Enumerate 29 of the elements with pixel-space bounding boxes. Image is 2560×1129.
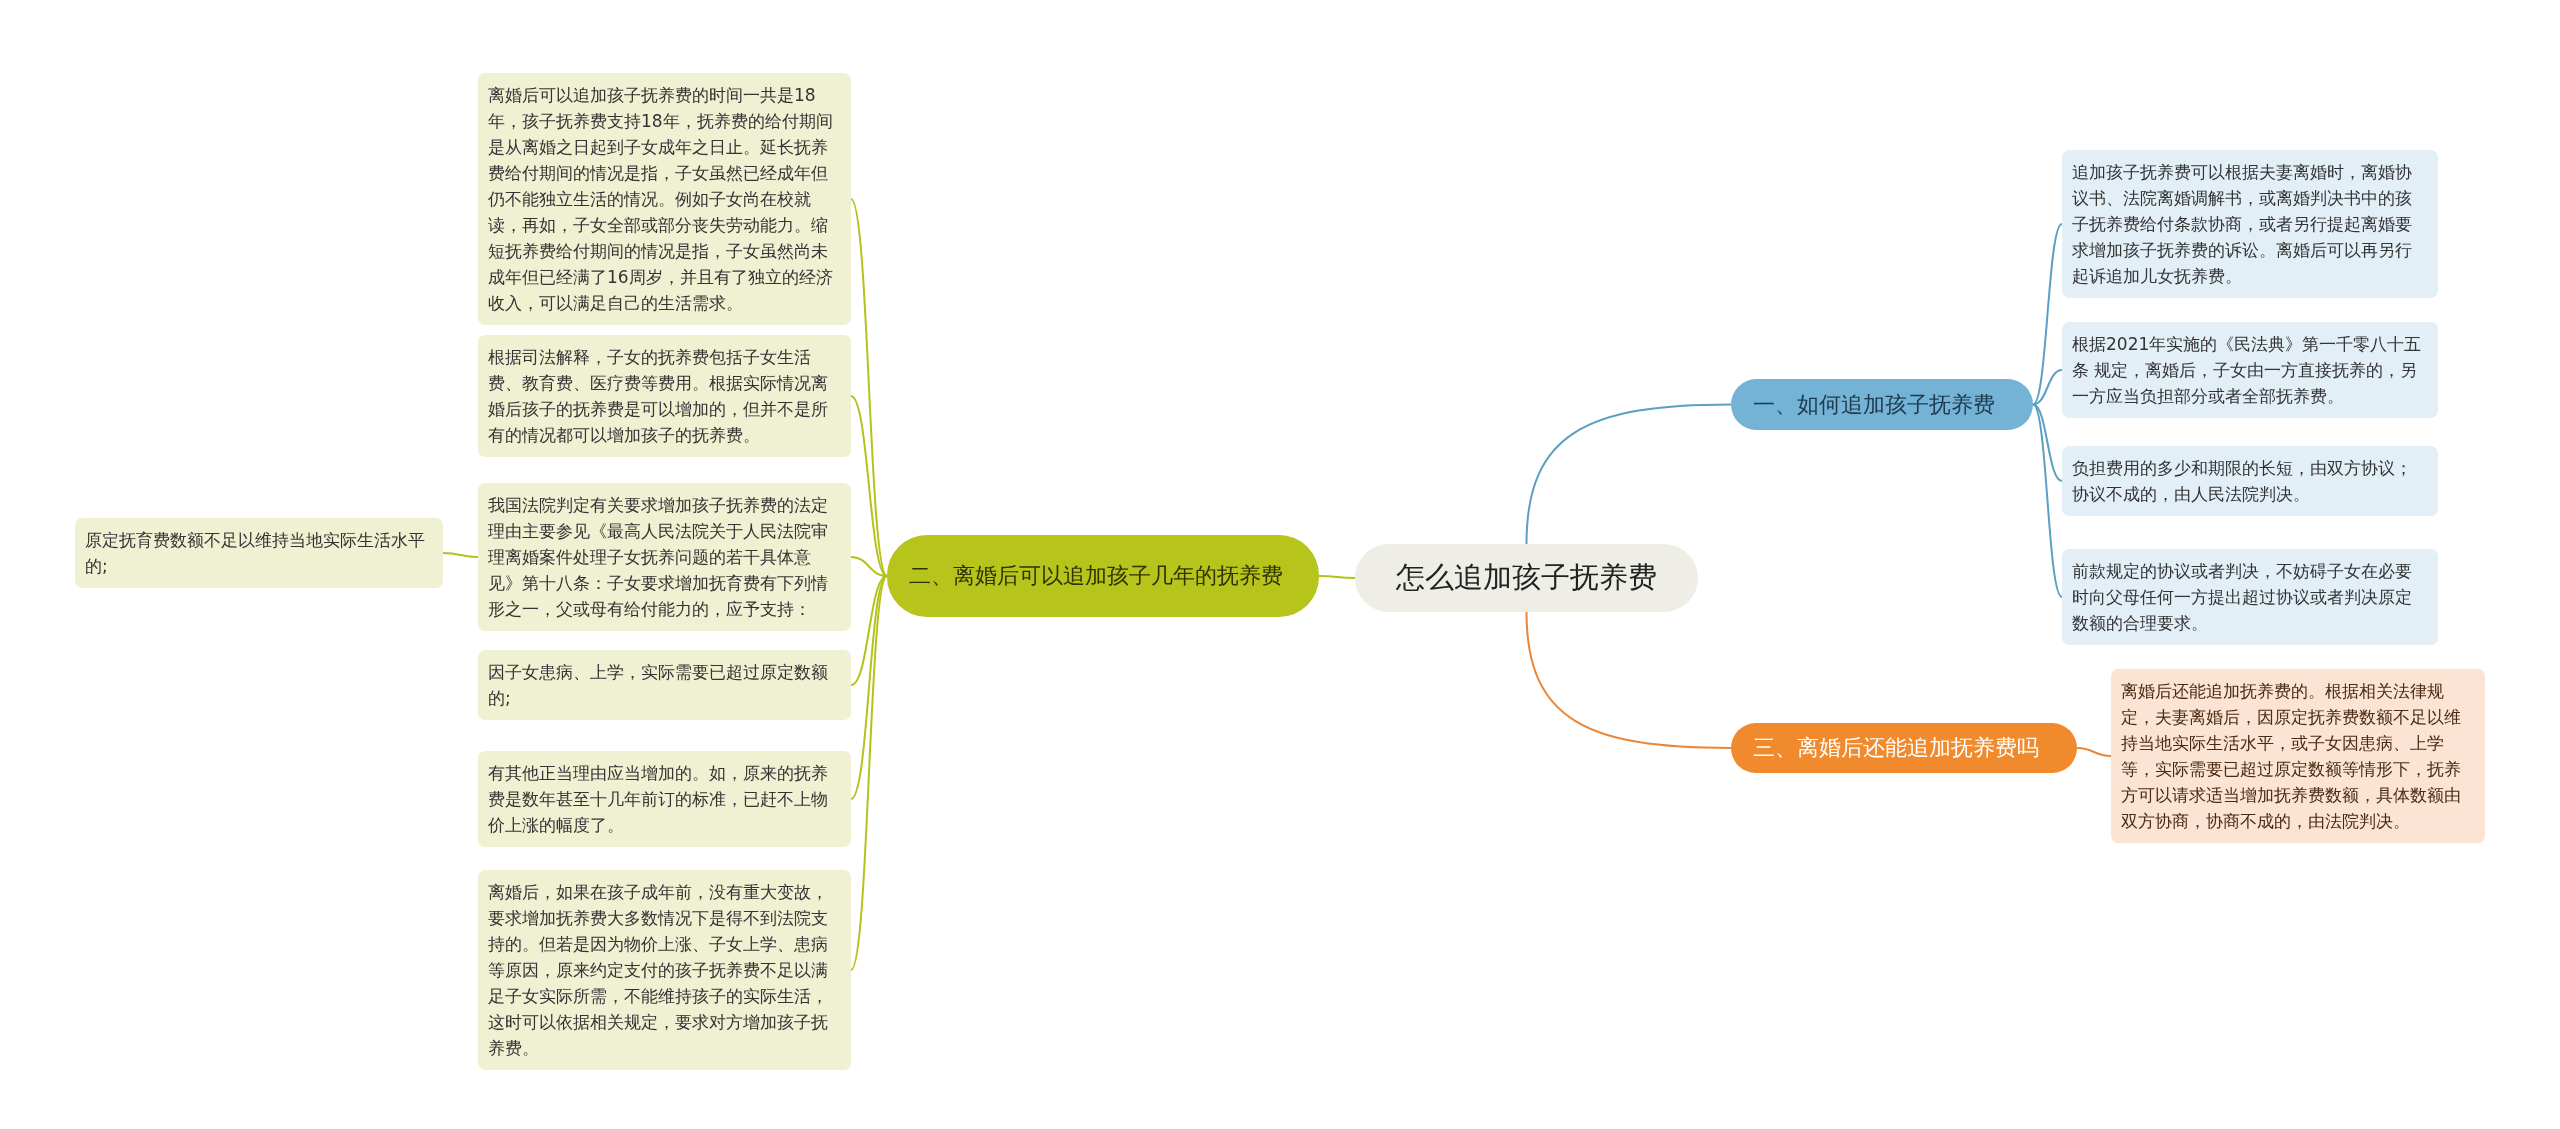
connector-line [850,575,888,800]
note-box: 负担费用的多少和期限的长短，由双方协议；协议不成的，由人民法院判决。 [2062,446,2438,516]
note-box: 原定抚育费数额不足以维持当地实际生活水平的; [75,518,443,588]
connector-line [1525,403,1732,545]
note-box: 离婚后，如果在孩子成年前，没有重大变故，要求增加抚养费大多数情况下是得不到法院支持的。但若是因为物价上涨、子女上学、患病等原因，原来约定支付的孩子抚养费不足以满足子女实际所需，不能维持孩子的实际生活，这时可以依据相关规定，要求对方增加孩子抚养费。 [478,870,851,1070]
note-box: 追加孩子抚养费可以根据夫妻离婚时，离婚协议书、法院离婚调解书，或离婚判决书中的孩子抚养费给付条款协商，或者另行提起离婚要求增加孩子抚养费的诉讼。离婚后可以再另行起诉追加儿女抚养费。 [2062,150,2438,298]
note-box: 因子女患病、上学，实际需要已超过原定数额的; [478,650,851,720]
note-box: 离婚后可以追加孩子抚养费的时间一共是18年，孩子抚养费支持18年，抚养费的给付期间是从离婚之日起到子女成年之日止。延长抚养费给付期间的情况是指，子女虽然已经成年但仍不能独立生活的情况。例如子女尚在校就读，再如，子女全部或部分丧失劳动能力。缩短抚养费给付期间的情况是指，子女虽然尚未成年但已经满了16周岁，并且有了独立的经济收入，可以满足自己的生活需求。 [478,73,851,325]
connector-line [2032,403,2063,598]
connector-line [1525,611,1732,749]
note-box: 离婚后还能追加抚养费的。根据相关法律规定，夫妻离婚后，因原定抚养费数额不足以维持当地实际生活水平，或子女因患病、上学等，实际需要已超过原定数额等情形下，抚养方可以请求适当增加抚养费数额，具体数额由双方协商，协商不成的，由法院判决。 [2111,669,2485,843]
connector-line [850,556,888,577]
note-box: 根据2021年实施的《民法典》第一千零八十五条 规定，离婚后，子女由一方直接抚养的，另一方应当负担部分或者全部抚养费。 [2062,322,2438,418]
note-box: 我国法院判定有关要求增加孩子抚养费的法定理由主要参见《最高人民法院关于人民法院审理离婚案件处理子女抚养问题的若干具体意见》第十八条：子女要求增加抚育费有下列情形之一，父或母有给付能力的，应予支持： [478,483,851,631]
connector-line [2032,223,2063,406]
connector-line [2032,403,2063,482]
branch-topic: 一、如何追加孩子抚养费 [1731,379,2033,430]
connector-line [850,575,888,971]
branch-topic: 二、离婚后可以追加孩子几年的抚养费 [887,535,1319,617]
connector-line [850,395,888,577]
branch-topic: 三、离婚后还能追加抚养费吗 [1731,723,2077,773]
central-topic: 怎么追加孩子抚养费 [1355,544,1698,612]
connector-line [2076,747,2112,757]
note-box: 前款规定的协议或者判决，不妨碍子女在必要时向父母任何一方提出超过协议或者判决原定数额的合理要求。 [2062,549,2438,645]
connector-line [2032,369,2063,406]
connector-line [1318,575,1356,579]
connector-line [442,552,479,558]
note-box: 有其他正当理由应当增加的。如，原来的抚养费是数年甚至十几年前订的标准，已赶不上物价上涨的幅度了。 [478,751,851,847]
note-box: 根据司法解释，子女的抚养费包括子女生活费、教育费、医疗费等费用。根据实际情况离婚后孩子的抚养费是可以增加的，但并不是所有的情况都可以增加孩子的抚养费。 [478,335,851,457]
